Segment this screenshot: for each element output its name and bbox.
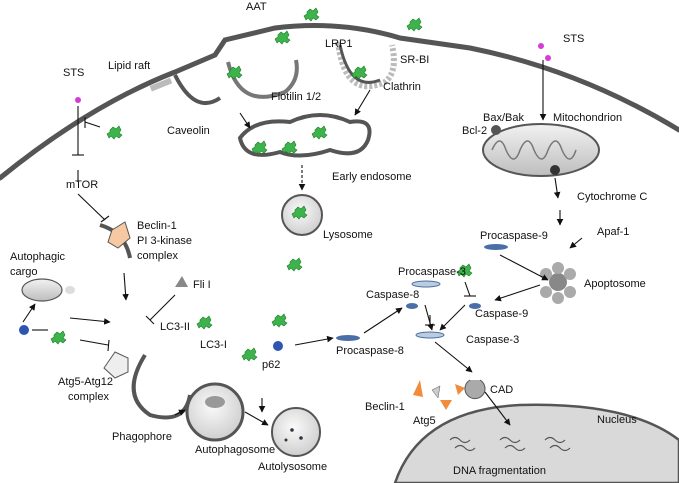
label-sr-bi: SR-BI [400,54,429,66]
label-apoptosome: Apoptosome [584,278,646,290]
pathway-arrows [22,60,583,426]
label-mtor: mTOR [66,179,98,191]
label-sts-right: STS [563,33,584,45]
lipid-raft [149,77,173,92]
atg5-atg12-icon [103,351,129,379]
label-bax-bak: Bax/Bak [483,112,524,124]
label-autolysosome: Autolysosome [258,461,327,473]
label-lysosome: Lysosome [323,229,373,241]
label-cytochrome-c: Cytochrome C [577,191,647,203]
label-atg5-atg12-2: complex [68,391,109,403]
label-caspase8: Caspase-8 [366,289,419,301]
mitochondrion [482,123,600,177]
procaspase3-shape [411,280,441,288]
label-dna-fragmentation: DNA fragmentation [453,465,546,477]
atg-icon [19,325,29,335]
label-lipid-raft: Lipid raft [108,60,150,72]
label-cad: CAD [490,384,513,396]
label-procaspase9: Procaspase-9 [480,230,548,242]
nucleus [393,403,679,483]
caspase3-shape [415,331,445,339]
procaspase9-shape [484,244,508,250]
procaspase8-shape [336,335,360,341]
label-nucleus: Nucleus [597,414,637,426]
beclin1-complex-icon [107,221,131,249]
phagophore [131,353,192,420]
label-caspase9: Caspase-9 [475,308,528,320]
label-lc3-i: LC3-I [200,339,227,351]
label-bcl2: Bcl-2 [462,125,487,137]
label-fli1: Fli I [193,279,211,291]
cargo-mitochondrion [21,278,63,302]
label-caveolin: Caveolin [167,125,210,137]
fli1-icon [175,276,188,287]
label-beclin1-complex-3: complex [137,250,178,262]
label-early-endosome: Early endosome [332,171,412,183]
bcl2-marker [491,125,501,135]
label-autophagic-cargo-1: Autophagic [10,251,66,263]
flotilin-pit [226,59,299,99]
early-endosome [237,113,372,158]
label-apaf1: Apaf-1 [597,226,629,238]
label-atg5: Atg5 [413,415,436,427]
label-atg5-atg12-1: Atg5-Atg12 [58,376,113,388]
autophagosome [185,382,245,442]
label-aat: AAT [246,1,267,13]
label-beclin1-complex-1: Beclin-1 [137,220,177,232]
dna-strands [449,436,571,452]
label-caspase3: Caspase-3 [466,334,519,346]
label-lrp1: LRP1 [325,38,353,50]
label-p62: p62 [262,359,280,371]
sts-dot [75,97,81,103]
label-mitochondrion: Mitochondrion [553,112,622,124]
clathrin-pit [335,41,397,90]
label-phagophore: Phagophore [112,431,172,443]
apoptosome [540,262,576,304]
label-beclin1-fragment: Beclin-1 [365,401,405,413]
cad-icon [464,379,486,400]
label-sts-left: STS [63,67,84,79]
sts-dot [545,55,551,61]
label-procaspase3: Procaspase-3 [398,266,466,278]
label-flotilin: Flotilin 1/2 [271,91,321,103]
autolysosome [271,407,321,457]
sts-dot [538,43,544,49]
cytochrome-channel [550,165,560,175]
label-lc3-ii: LC3-II [160,321,190,333]
cell-membrane [0,23,679,181]
caveolin-pit [173,74,222,105]
label-beclin1-complex-2: PI 3-kinase [137,235,192,247]
label-procaspase8: Procaspase-8 [336,345,404,357]
label-clathrin: Clathrin [383,81,421,93]
p62-icon [273,341,283,351]
label-autophagic-cargo-2: cargo [10,266,38,278]
label-autophagosome: Autophagosome [195,444,275,456]
